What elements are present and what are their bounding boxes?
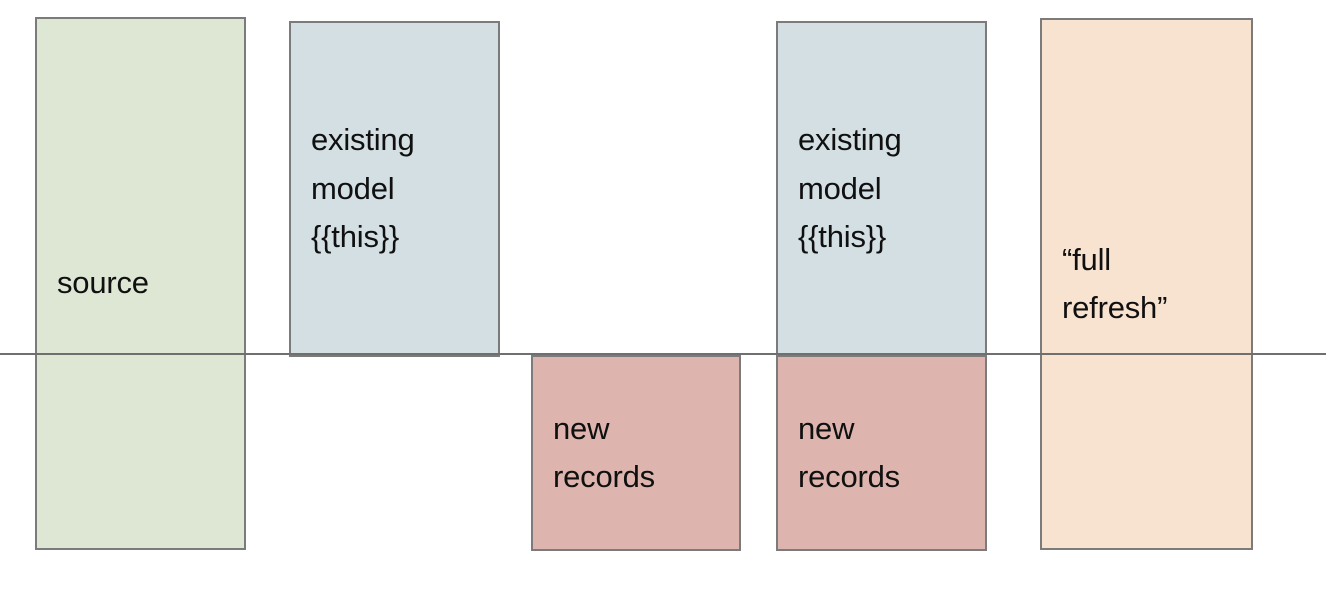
node-full-refresh-label: “full refresh” <box>1062 241 1168 325</box>
node-new-records-left-label: new records <box>553 410 655 494</box>
node-existing-model-left-label: existing model {{this}} <box>311 122 415 255</box>
node-source[interactable]: source <box>35 17 246 550</box>
node-new-records-right[interactable]: new records <box>776 355 987 551</box>
node-full-refresh[interactable]: “full refresh” <box>1040 18 1253 550</box>
node-existing-model-right-label: existing model {{this}} <box>798 122 902 255</box>
node-new-records-left[interactable]: new records <box>531 355 741 551</box>
node-existing-model-right[interactable]: existing model {{this}} <box>776 21 987 357</box>
node-existing-model-left[interactable]: existing model {{this}} <box>289 21 500 357</box>
node-source-label: source <box>57 265 149 301</box>
node-new-records-right-label: new records <box>798 410 900 494</box>
